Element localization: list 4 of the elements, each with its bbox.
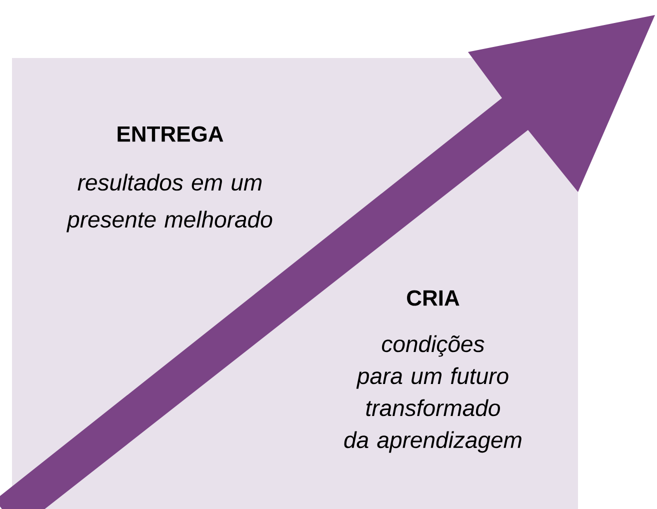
description-text: resultados em um presente melhorado (66, 174, 272, 232)
description-text: condições para um futuro transformado da aprendizagem (344, 335, 522, 453)
heading: CRIA (407, 290, 460, 306)
heading: ENTREGA (118, 126, 224, 142)
